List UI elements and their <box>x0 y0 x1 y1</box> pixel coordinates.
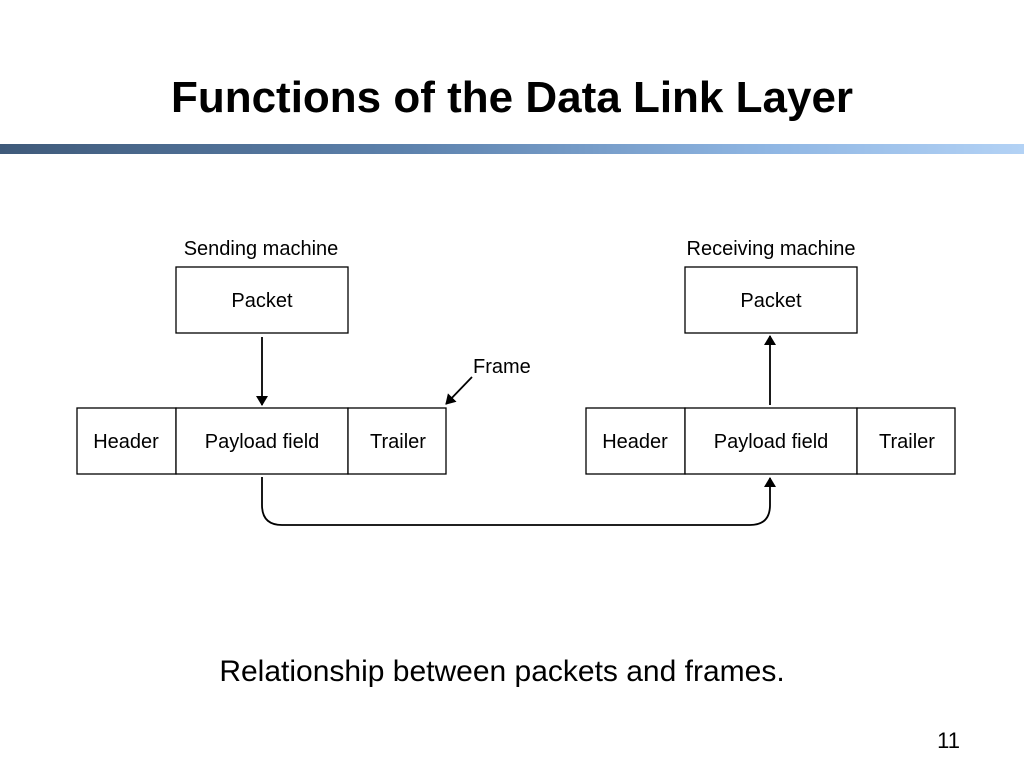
slide-title: Functions of the Data Link Layer <box>170 73 854 122</box>
sending-header-label: Header <box>93 431 159 453</box>
receiving-machine-label: Receiving machine <box>687 238 856 260</box>
receiving-trailer-label: Trailer <box>879 431 935 453</box>
receiving-packet-box: Packet <box>684 266 858 334</box>
sending-trailer-label: Trailer <box>370 431 426 453</box>
sending-packet-box: Packet <box>175 266 349 334</box>
sending-payload-label: Payload field <box>205 431 320 453</box>
page-number: 11 <box>937 728 960 753</box>
receiving-packet-label: Packet <box>740 290 802 312</box>
sending-header-cell <box>76 407 177 475</box>
sending-machine-label: Sending machine <box>184 238 339 260</box>
sending-packet-label: Packet <box>231 290 293 312</box>
figure-caption: Relationship between packets and frames. <box>219 655 785 688</box>
receiving-header-label: Header <box>602 431 668 453</box>
sending-trailer-cell <box>347 407 447 475</box>
frame-callout-arrow <box>445 376 473 405</box>
receiving-trailer-cell <box>856 407 956 475</box>
transmission-path-arrow <box>261 477 776 526</box>
sending-payload-cell <box>175 407 349 475</box>
receiving-payload-cell <box>684 407 858 475</box>
receiving-payload-label: Payload field <box>714 431 829 453</box>
frame-callout-label: Frame <box>473 356 531 378</box>
sending-frame: Header Payload field Trailer <box>76 407 447 475</box>
title-divider-bar <box>0 144 1024 154</box>
receiving-frame: Header Payload field Trailer <box>585 407 956 475</box>
